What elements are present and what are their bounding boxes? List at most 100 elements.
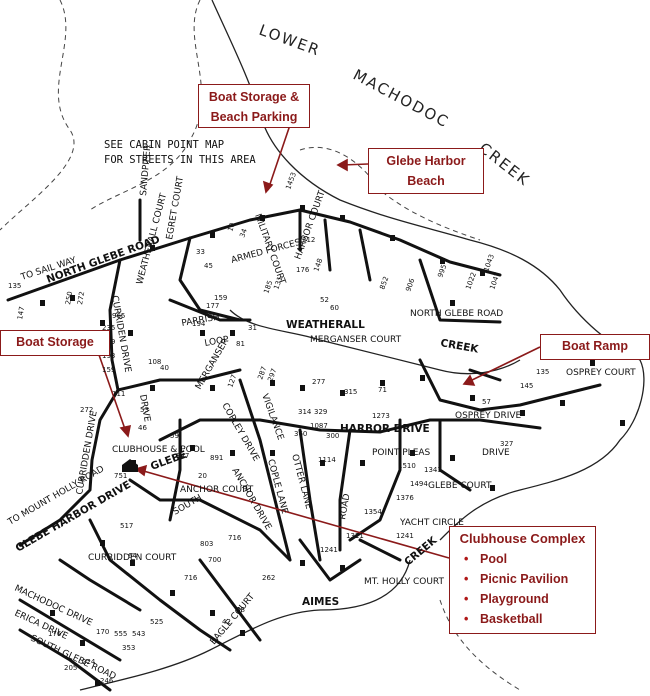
lot-number: 700 [208,556,221,564]
lot-number: 272 [76,291,86,306]
lot-number: 965 [112,312,125,320]
lot-number: 176 [48,630,62,638]
lot-number: 272 [80,406,93,414]
lot-number: 193 [102,352,115,360]
lot-number: 212 [302,236,315,244]
lot-number: 246 [100,677,114,685]
lot-number: 847 [176,452,189,460]
water-label-lower: LOWER [257,21,324,60]
lot-number: 194 [192,320,206,328]
cabin-point-note-line2: FOR STREETS IN THIS AREA [104,154,256,166]
street-curridden-court: CURRIDDEN COURT [88,553,177,563]
lot-number: 111 [112,390,125,398]
lot-number: 45 [204,262,213,270]
legend-title: Clubhouse Complex [459,531,586,546]
callout-line: Beach [407,174,445,188]
lot-number: 262 [262,574,275,582]
street-clubhouse-pool: CLUBHOUSE & POOL [112,445,205,455]
lot-number: 517 [120,522,133,530]
lot-number: 235 [102,324,115,332]
lot-number: 176 [296,266,310,274]
callout-line: Beach Parking [210,110,298,124]
lot-number: 52 [320,296,329,304]
street-anchor-court: ANCHOR COURT [180,485,254,495]
legend-item-pool: Pool [464,549,595,569]
callout-pointers [97,124,541,559]
lot-number: 159 [214,294,227,302]
lot-number: 131 [272,275,284,290]
lot-number: 995 [436,263,448,278]
lot-number: 60 [330,304,339,312]
lot-number: 42 [222,618,231,626]
lot-number: 329 [314,408,327,416]
lot-number: 555 [114,630,127,638]
lot-number: 57 [482,398,491,406]
lot-number: 40 [160,364,169,372]
lot-number: 751 [114,472,127,480]
lot-number: 297 [266,367,278,382]
lot-number: 59 [170,432,179,440]
lot-number: 1241 [320,546,338,554]
street-mt-holly-court: MT. HOLLY COURT [364,577,445,587]
street-glebe-court: GLEBE COURT [428,481,492,491]
lot-number: 68 [236,606,245,614]
lot-number: 81 [236,340,245,348]
lot-number: 34 [238,227,249,239]
lot-number: 250 [64,291,74,306]
street-merganser-court: MERGANSER COURT [310,335,402,345]
lot-number: 277 [312,378,325,386]
street-aimes: AIMES [302,596,339,608]
lot-markers [40,205,625,686]
cabin-point-note-line1: SEE CABIN POINT MAP [104,139,224,151]
lot-number: 300 [326,432,339,440]
street-road: ROAD [338,493,352,521]
lot-number: 1043 [482,253,496,272]
lot-number: 135 [536,368,549,376]
lot-number: 1114 [318,456,336,464]
lot-number: 46 [138,424,147,432]
lot-number: 1087 [310,422,328,430]
callout-boat-ramp: Boat Ramp [540,334,650,360]
lot-number: 1494 [410,480,428,488]
lot-number: 1510 [398,462,416,470]
street-osprey-court: OSPREY COURT [566,368,636,378]
lot-number: 315 [344,388,357,396]
callout-line: Boat Storage & [208,90,300,104]
water-label-creek-upper: CREEK [476,139,534,190]
lot-number: 145 [520,382,533,390]
street-south: SOUTH [172,493,204,517]
street-anchor-drive: ANCHOR DRIVE [229,467,273,533]
lot-number: 1343 [424,466,442,474]
legend-list: Pool Picnic Pavilion Playground Basketba… [450,549,595,629]
lot-number: 716 [184,574,198,582]
street-yacht-circle: YACHT CIRCLE [399,518,464,528]
lot-number: 1453 [284,171,298,190]
street-drive-osprey: DRIVE [482,448,510,458]
lot-number: 170 [96,628,109,636]
clubhouse-icon [122,459,138,472]
lot-number: 1022 [464,271,478,290]
street-copley-drive: COPLEY DRIVE [219,402,261,464]
lot-number: 31 [248,324,257,332]
lot-number: 360 [294,430,307,438]
lot-number: 185 [262,279,274,294]
lot-number: 1376 [396,494,414,502]
water-label-machodoc: MACHODOC [350,66,452,132]
legend-item-playground: Playground [464,589,595,609]
lot-number: 64 [128,552,137,560]
street-loop: LOOP [204,335,230,349]
lot-number: 1273 [372,412,390,420]
street-point-pleasant: POINT PLEAS [372,448,431,458]
street-south-glebe-road: SOUTH GLEBE ROAD [29,634,118,682]
lot-number: 53 [140,406,149,414]
lot-number: 543 [132,630,145,638]
street-osprey-drive: OSPREY DRIVE [455,411,522,421]
lot-number: 1047 [488,271,502,290]
lot-number: 159 [102,366,115,374]
lot-number: 127 [226,373,238,388]
lot-number: 716 [228,534,242,542]
water-label-creek-right: CREEK [439,337,480,356]
callout-boat-storage: Boat Storage [0,330,110,356]
lot-number: 906 [404,277,416,293]
